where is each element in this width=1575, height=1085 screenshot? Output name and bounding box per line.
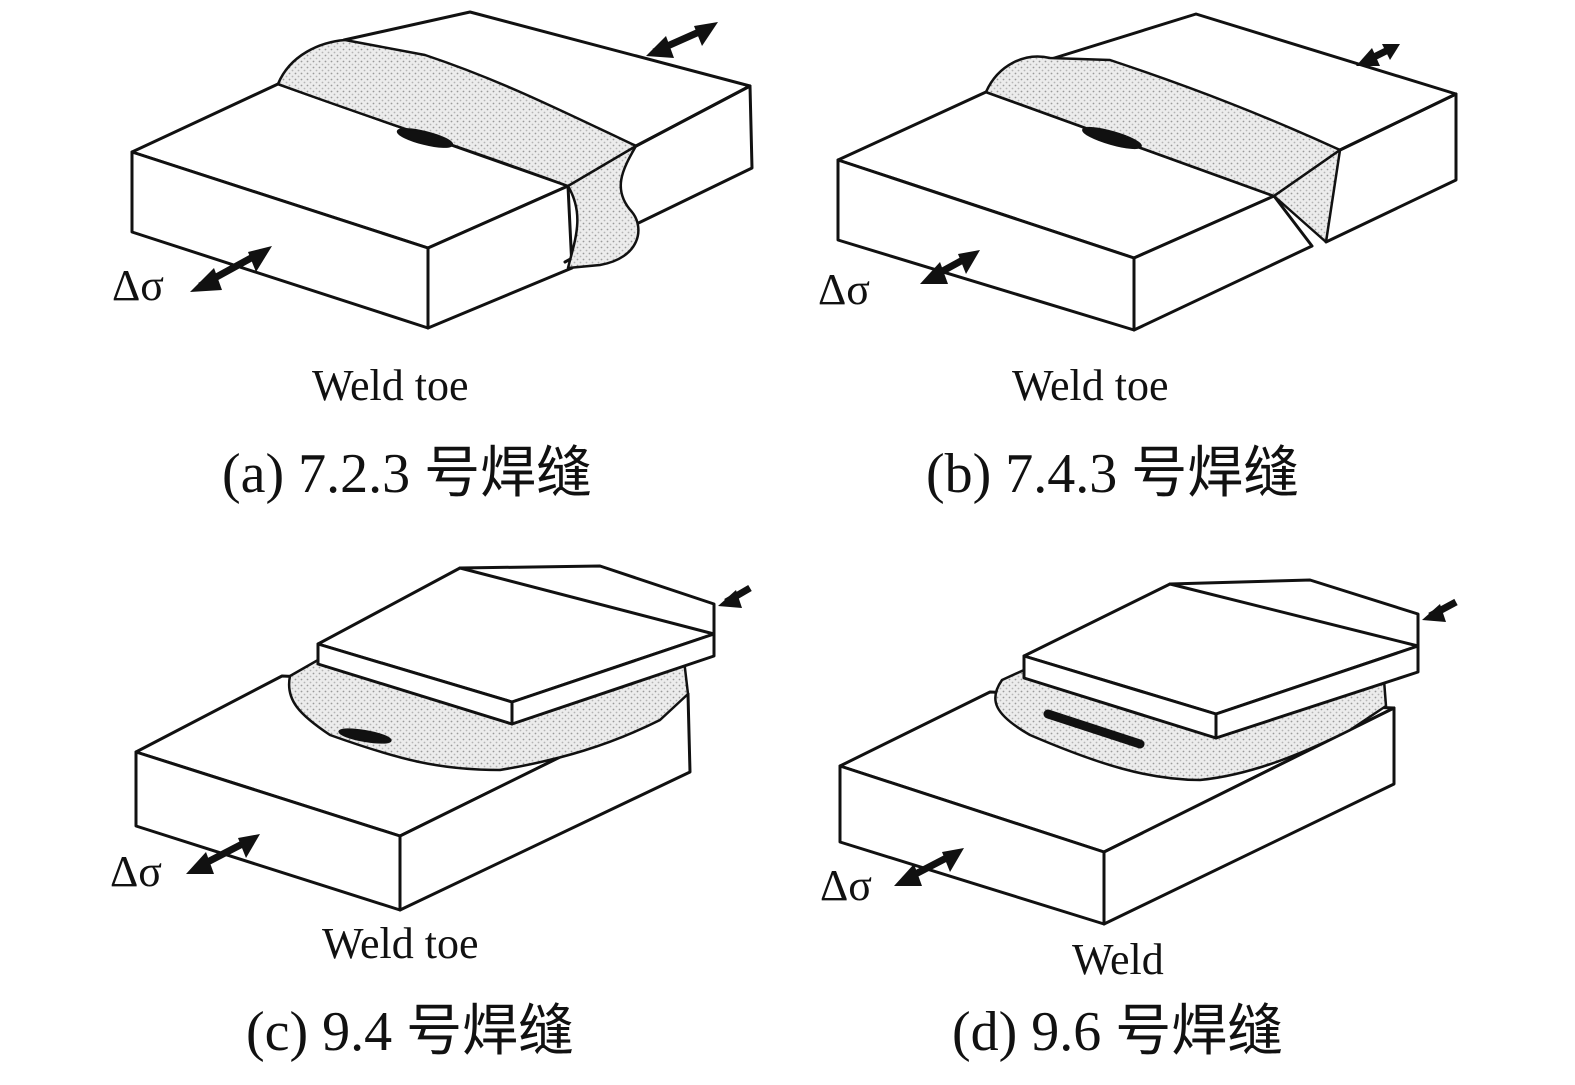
panel-a: Δσ Weld toe (a) 7.2.3 号焊缝 <box>112 10 754 505</box>
weld-location-label-c: Weld toe <box>322 919 479 968</box>
panel-d: Δσ Weld (d) 9.6 号焊缝 <box>820 578 1458 1063</box>
stress-range-symbol-b: Δσ <box>818 265 870 314</box>
stress-range-symbol-a: Δσ <box>112 261 164 310</box>
lap-joint-plate-c <box>134 564 752 912</box>
caption-d: (d) 9.6 号焊缝 <box>952 1001 1283 1063</box>
lap-joint-plate-d <box>838 578 1458 926</box>
caption-b: (b) 7.4.3 号焊缝 <box>926 443 1299 505</box>
weld-location-label-a: Weld toe <box>312 361 469 410</box>
stress-range-symbol-c: Δσ <box>110 847 162 896</box>
weld-location-label-b: Weld toe <box>1012 361 1169 410</box>
panel-c: Δσ Weld toe (c) 9.4 号焊缝 <box>110 564 752 1063</box>
butt-weld-plate-a <box>130 10 754 330</box>
weld-location-label-d: Weld <box>1072 935 1164 984</box>
panel-b: Δσ Weld toe (b) 7.4.3 号焊缝 <box>818 12 1458 505</box>
caption-a: (a) 7.2.3 号焊缝 <box>222 443 592 505</box>
stress-range-symbol-d: Δσ <box>820 861 872 910</box>
caption-c: (c) 9.4 号焊缝 <box>246 1001 574 1063</box>
butt-weld-plate-b <box>836 12 1458 332</box>
